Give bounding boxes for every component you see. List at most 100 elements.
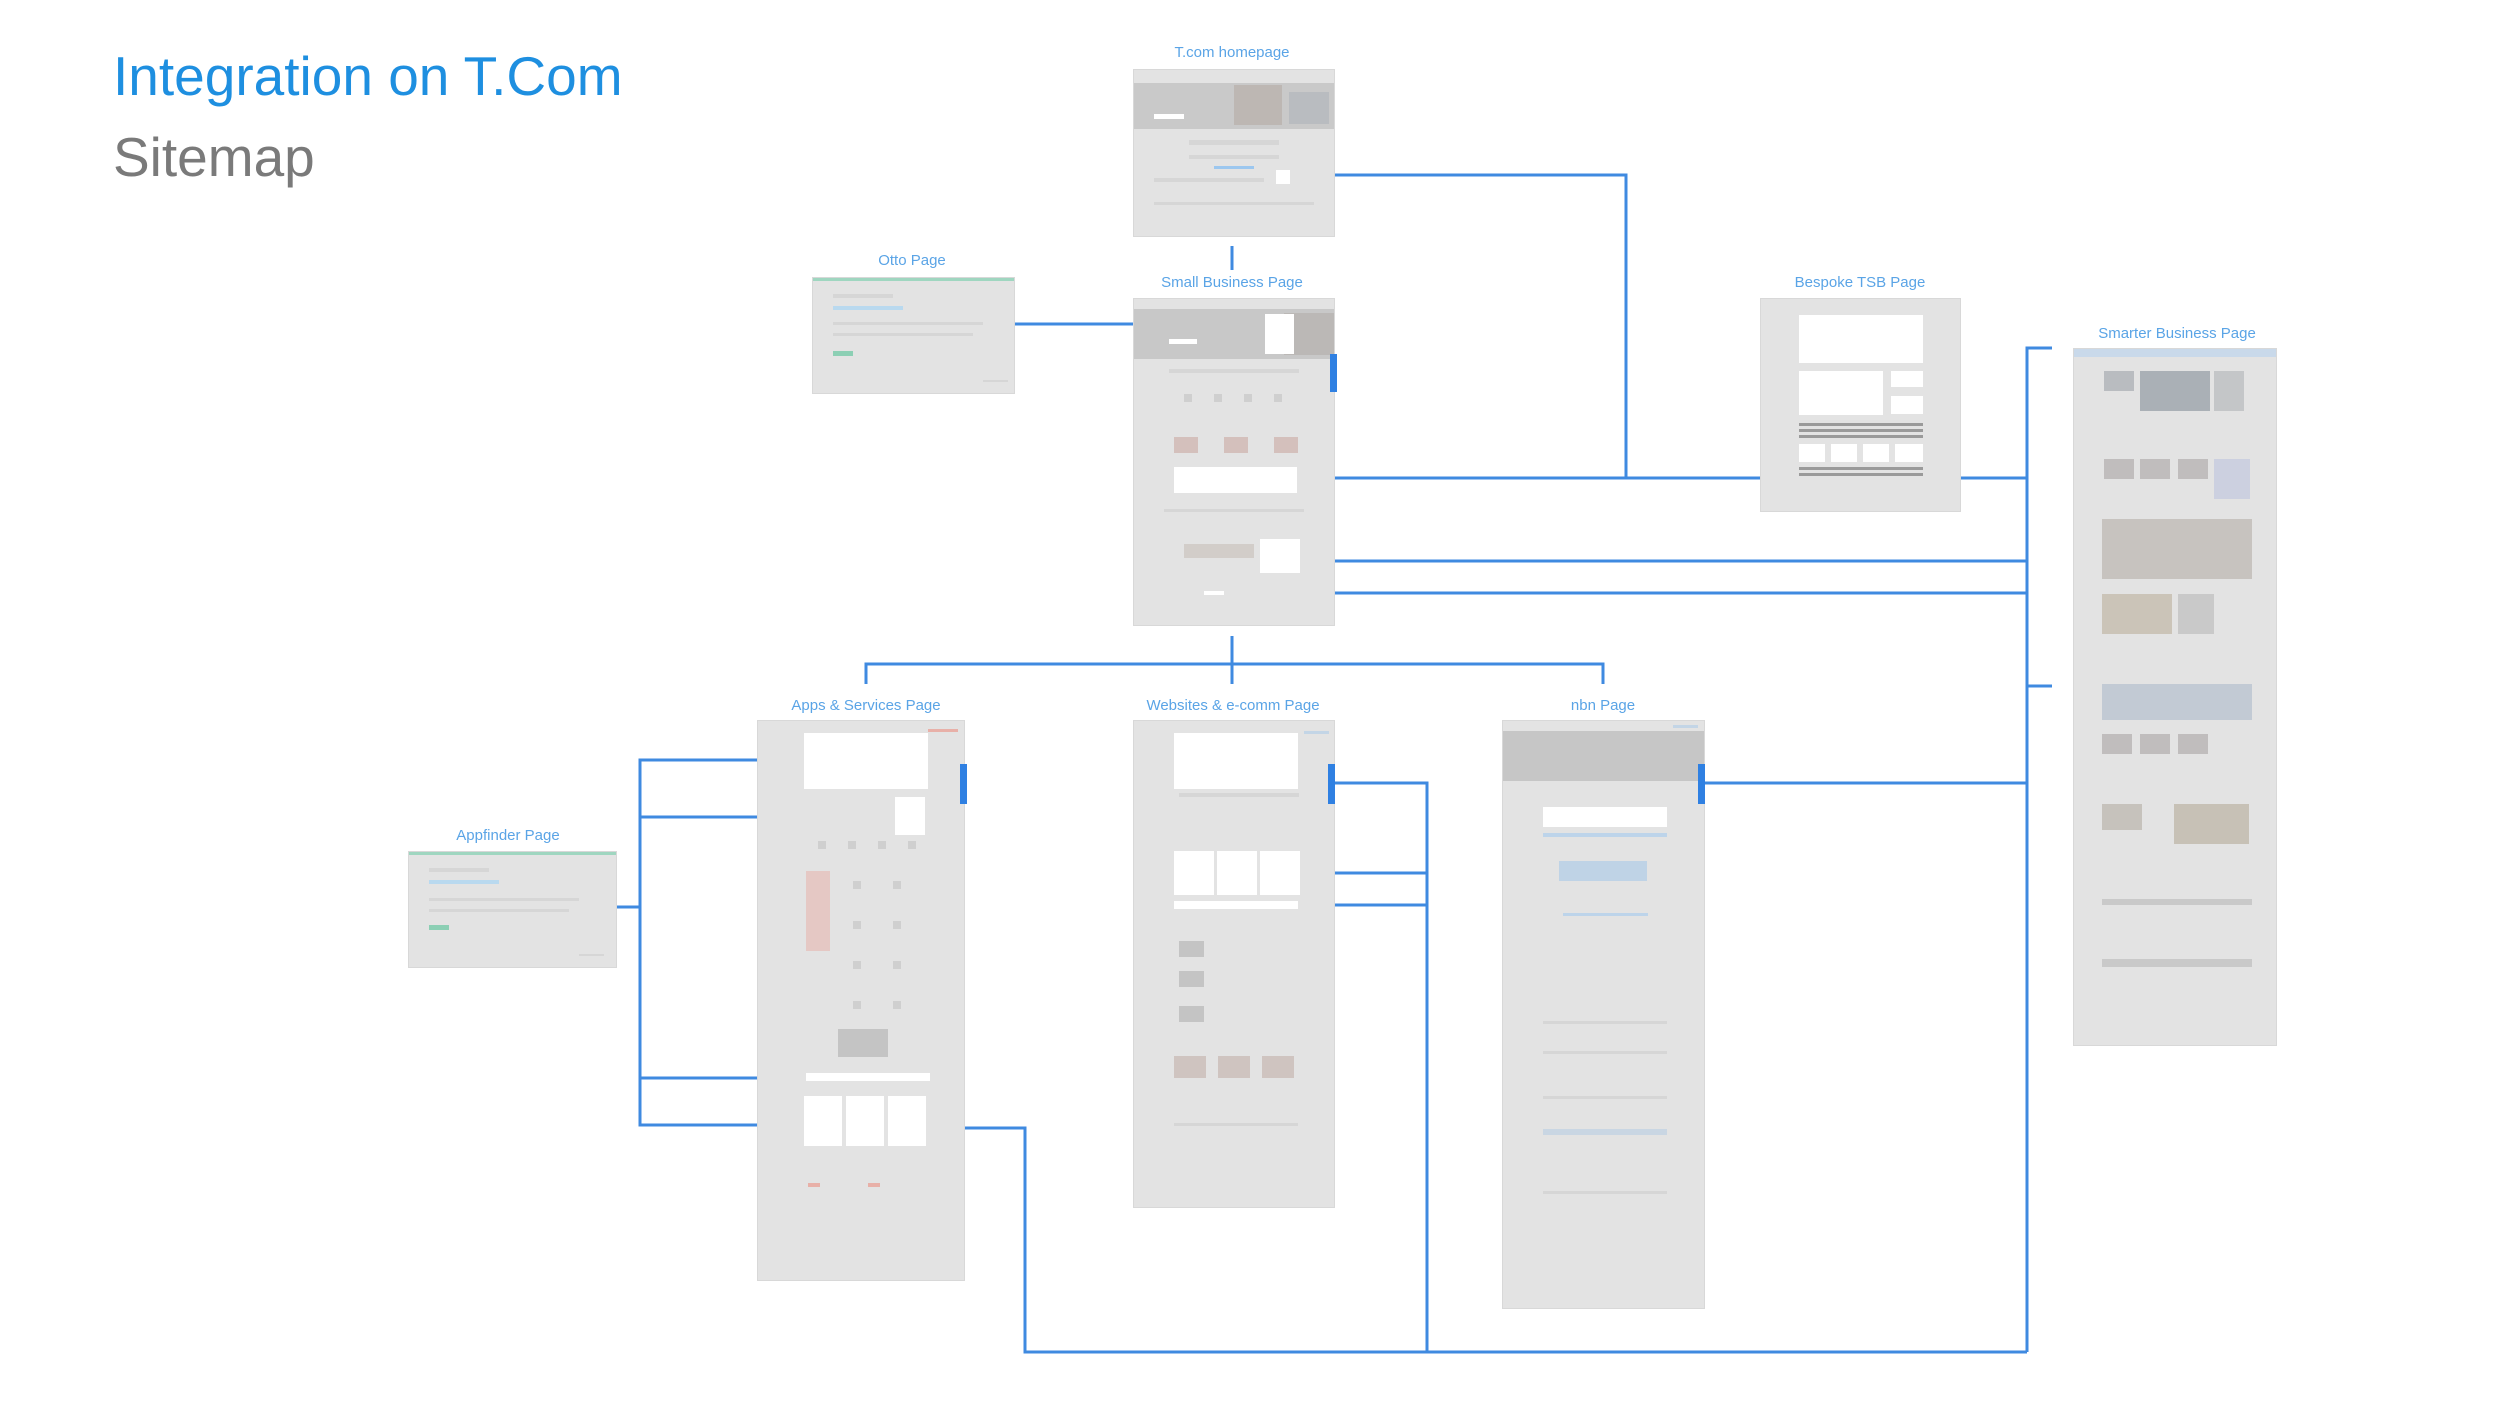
page-thumb-tcom-homepage[interactable] xyxy=(1133,69,1335,237)
icon-dot xyxy=(893,881,901,889)
text-line xyxy=(1543,1021,1667,1024)
link-hotspot xyxy=(804,1096,842,1146)
card-image xyxy=(2140,459,2170,479)
top-bar xyxy=(813,278,1015,281)
text-line xyxy=(1799,473,1923,476)
list-thumb xyxy=(1179,941,1204,957)
section-marker xyxy=(1328,764,1335,804)
link-hotspot xyxy=(1174,733,1298,789)
icon-dot xyxy=(1184,394,1192,402)
label-smarter-business-page: Smarter Business Page xyxy=(2098,325,2256,342)
hero-image xyxy=(1234,85,1282,125)
text-line xyxy=(1799,429,1923,432)
page-thumb-appfinder[interactable] xyxy=(408,851,617,968)
text-line xyxy=(1154,202,1314,205)
link-hotspot xyxy=(804,733,928,789)
card-image xyxy=(2178,459,2208,479)
icon-dot xyxy=(1274,394,1282,402)
page-thumb-smarter-business[interactable] xyxy=(2073,348,2277,1046)
card-image xyxy=(1174,1056,1206,1078)
link-hotspot xyxy=(1543,807,1667,827)
content-block xyxy=(1891,371,1923,387)
icon-dot xyxy=(853,881,861,889)
card-image xyxy=(2102,804,2142,830)
top-bar xyxy=(409,852,617,855)
icon-dot xyxy=(818,841,826,849)
icon-dot xyxy=(893,921,901,929)
text-line xyxy=(1174,1123,1298,1126)
page-thumb-nbn[interactable] xyxy=(1502,720,1705,1309)
card-image xyxy=(2140,371,2210,411)
text-line xyxy=(1179,793,1299,797)
section-marker xyxy=(1330,354,1337,392)
content-block xyxy=(1891,396,1923,414)
content-block xyxy=(1895,444,1923,462)
label-bespoke-tsb-page: Bespoke TSB Page xyxy=(1795,274,1926,291)
text-line xyxy=(429,909,569,912)
text-line xyxy=(833,294,893,298)
section-marker xyxy=(1698,764,1705,804)
card-image xyxy=(2174,804,2249,844)
link-hotspot xyxy=(1260,539,1300,573)
icon-dot xyxy=(853,1001,861,1009)
filter-column xyxy=(806,871,830,951)
text-line xyxy=(833,333,973,336)
page-thumb-small-business[interactable] xyxy=(1133,298,1335,626)
page-thumb-websites-ecomm[interactable] xyxy=(1133,720,1335,1208)
list-thumb xyxy=(1179,1006,1204,1022)
link-hotspot xyxy=(806,1073,930,1081)
text-line xyxy=(579,954,604,956)
icon-dot xyxy=(853,921,861,929)
card-image xyxy=(1174,437,1198,453)
icon-dot xyxy=(878,841,886,849)
icon-dot xyxy=(893,1001,901,1009)
label-nbn-page: nbn Page xyxy=(1571,697,1635,714)
text-line xyxy=(1543,833,1667,837)
text-line xyxy=(1164,509,1304,512)
text-line xyxy=(1799,435,1923,438)
link-hotspot xyxy=(1174,901,1298,909)
content-block xyxy=(1799,315,1923,363)
content-block xyxy=(1799,444,1825,462)
top-bar xyxy=(1673,725,1698,728)
text-line xyxy=(429,880,499,884)
top-bar xyxy=(2074,349,2277,357)
text-line xyxy=(1154,178,1264,182)
text-line xyxy=(1543,1051,1667,1054)
hero-button xyxy=(1154,114,1184,119)
text-line xyxy=(2102,899,2252,905)
card-image xyxy=(1218,1056,1250,1078)
content-block xyxy=(1863,444,1889,462)
page-thumb-otto[interactable] xyxy=(812,277,1015,394)
link-bar xyxy=(1543,1129,1667,1135)
card-image xyxy=(1274,437,1298,453)
text-line xyxy=(1563,913,1648,916)
text-line xyxy=(1189,155,1279,159)
text-line xyxy=(1543,1191,1667,1194)
label-small-business-page: Small Business Page xyxy=(1161,274,1303,291)
text-line xyxy=(833,306,903,310)
text-line xyxy=(833,322,983,325)
text-line xyxy=(1169,369,1299,373)
icon-dot xyxy=(908,841,916,849)
feature-image xyxy=(2102,684,2252,720)
card-image xyxy=(2178,734,2208,754)
card-image xyxy=(1224,437,1248,453)
page-thumb-bespoke-tsb[interactable] xyxy=(1760,298,1961,512)
icon-dot xyxy=(893,961,901,969)
hero-banner xyxy=(1503,731,1705,781)
list-thumb xyxy=(1179,971,1204,987)
card-image xyxy=(2104,459,2134,479)
feature-image xyxy=(2102,519,2252,579)
card-image xyxy=(2104,371,2134,391)
icon-dot xyxy=(853,961,861,969)
link-hotspot xyxy=(1260,851,1300,895)
link-line xyxy=(1214,166,1254,169)
link-hotspot xyxy=(1276,170,1290,184)
top-bar xyxy=(928,729,958,732)
cta-button xyxy=(833,351,853,356)
link-hotspot xyxy=(846,1096,884,1146)
card-image xyxy=(1262,1056,1294,1078)
page-thumb-apps-services[interactable] xyxy=(757,720,965,1281)
top-bar xyxy=(1304,731,1329,734)
